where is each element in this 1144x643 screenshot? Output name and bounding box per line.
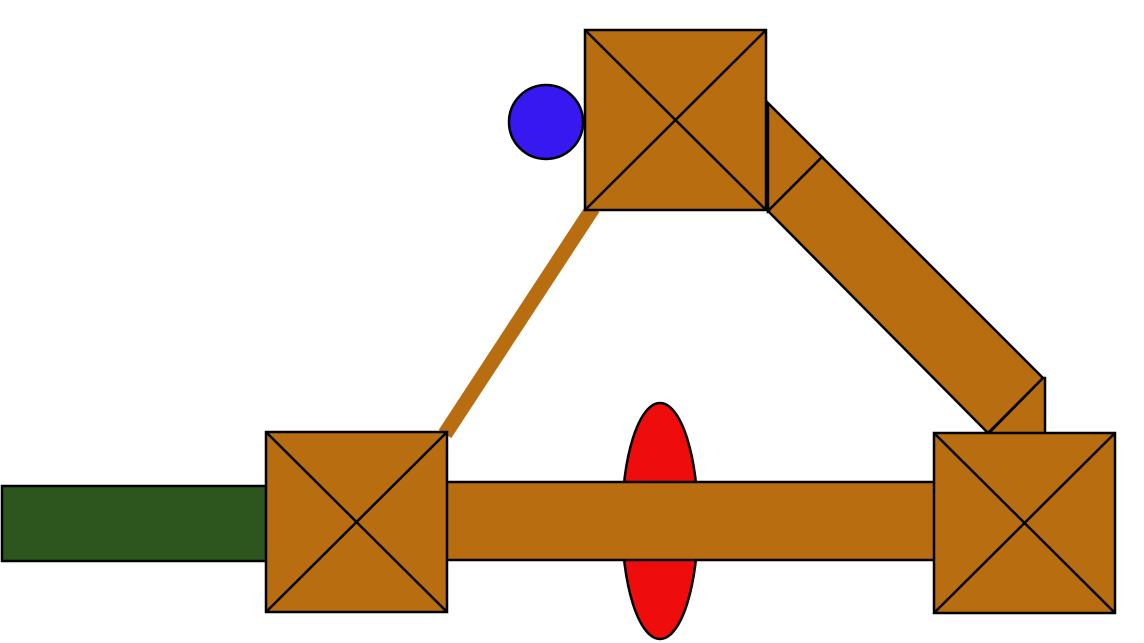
blue-ball[interactable]: [507, 83, 585, 161]
crate-cross-line: [265, 431, 448, 613]
crate-top[interactable]: [583, 28, 768, 212]
crate-bottom-left[interactable]: [264, 430, 449, 614]
bottom-plank[interactable]: [443, 480, 939, 562]
crate-cross-line: [584, 29, 767, 211]
crate-bottom-right[interactable]: [932, 431, 1117, 615]
crate-cross-line: [933, 432, 1116, 614]
ground-block: [0, 484, 270, 563]
left-diagonal-rod[interactable]: [438, 203, 600, 439]
right-diagonal-plank[interactable]: [766, 155, 1045, 435]
